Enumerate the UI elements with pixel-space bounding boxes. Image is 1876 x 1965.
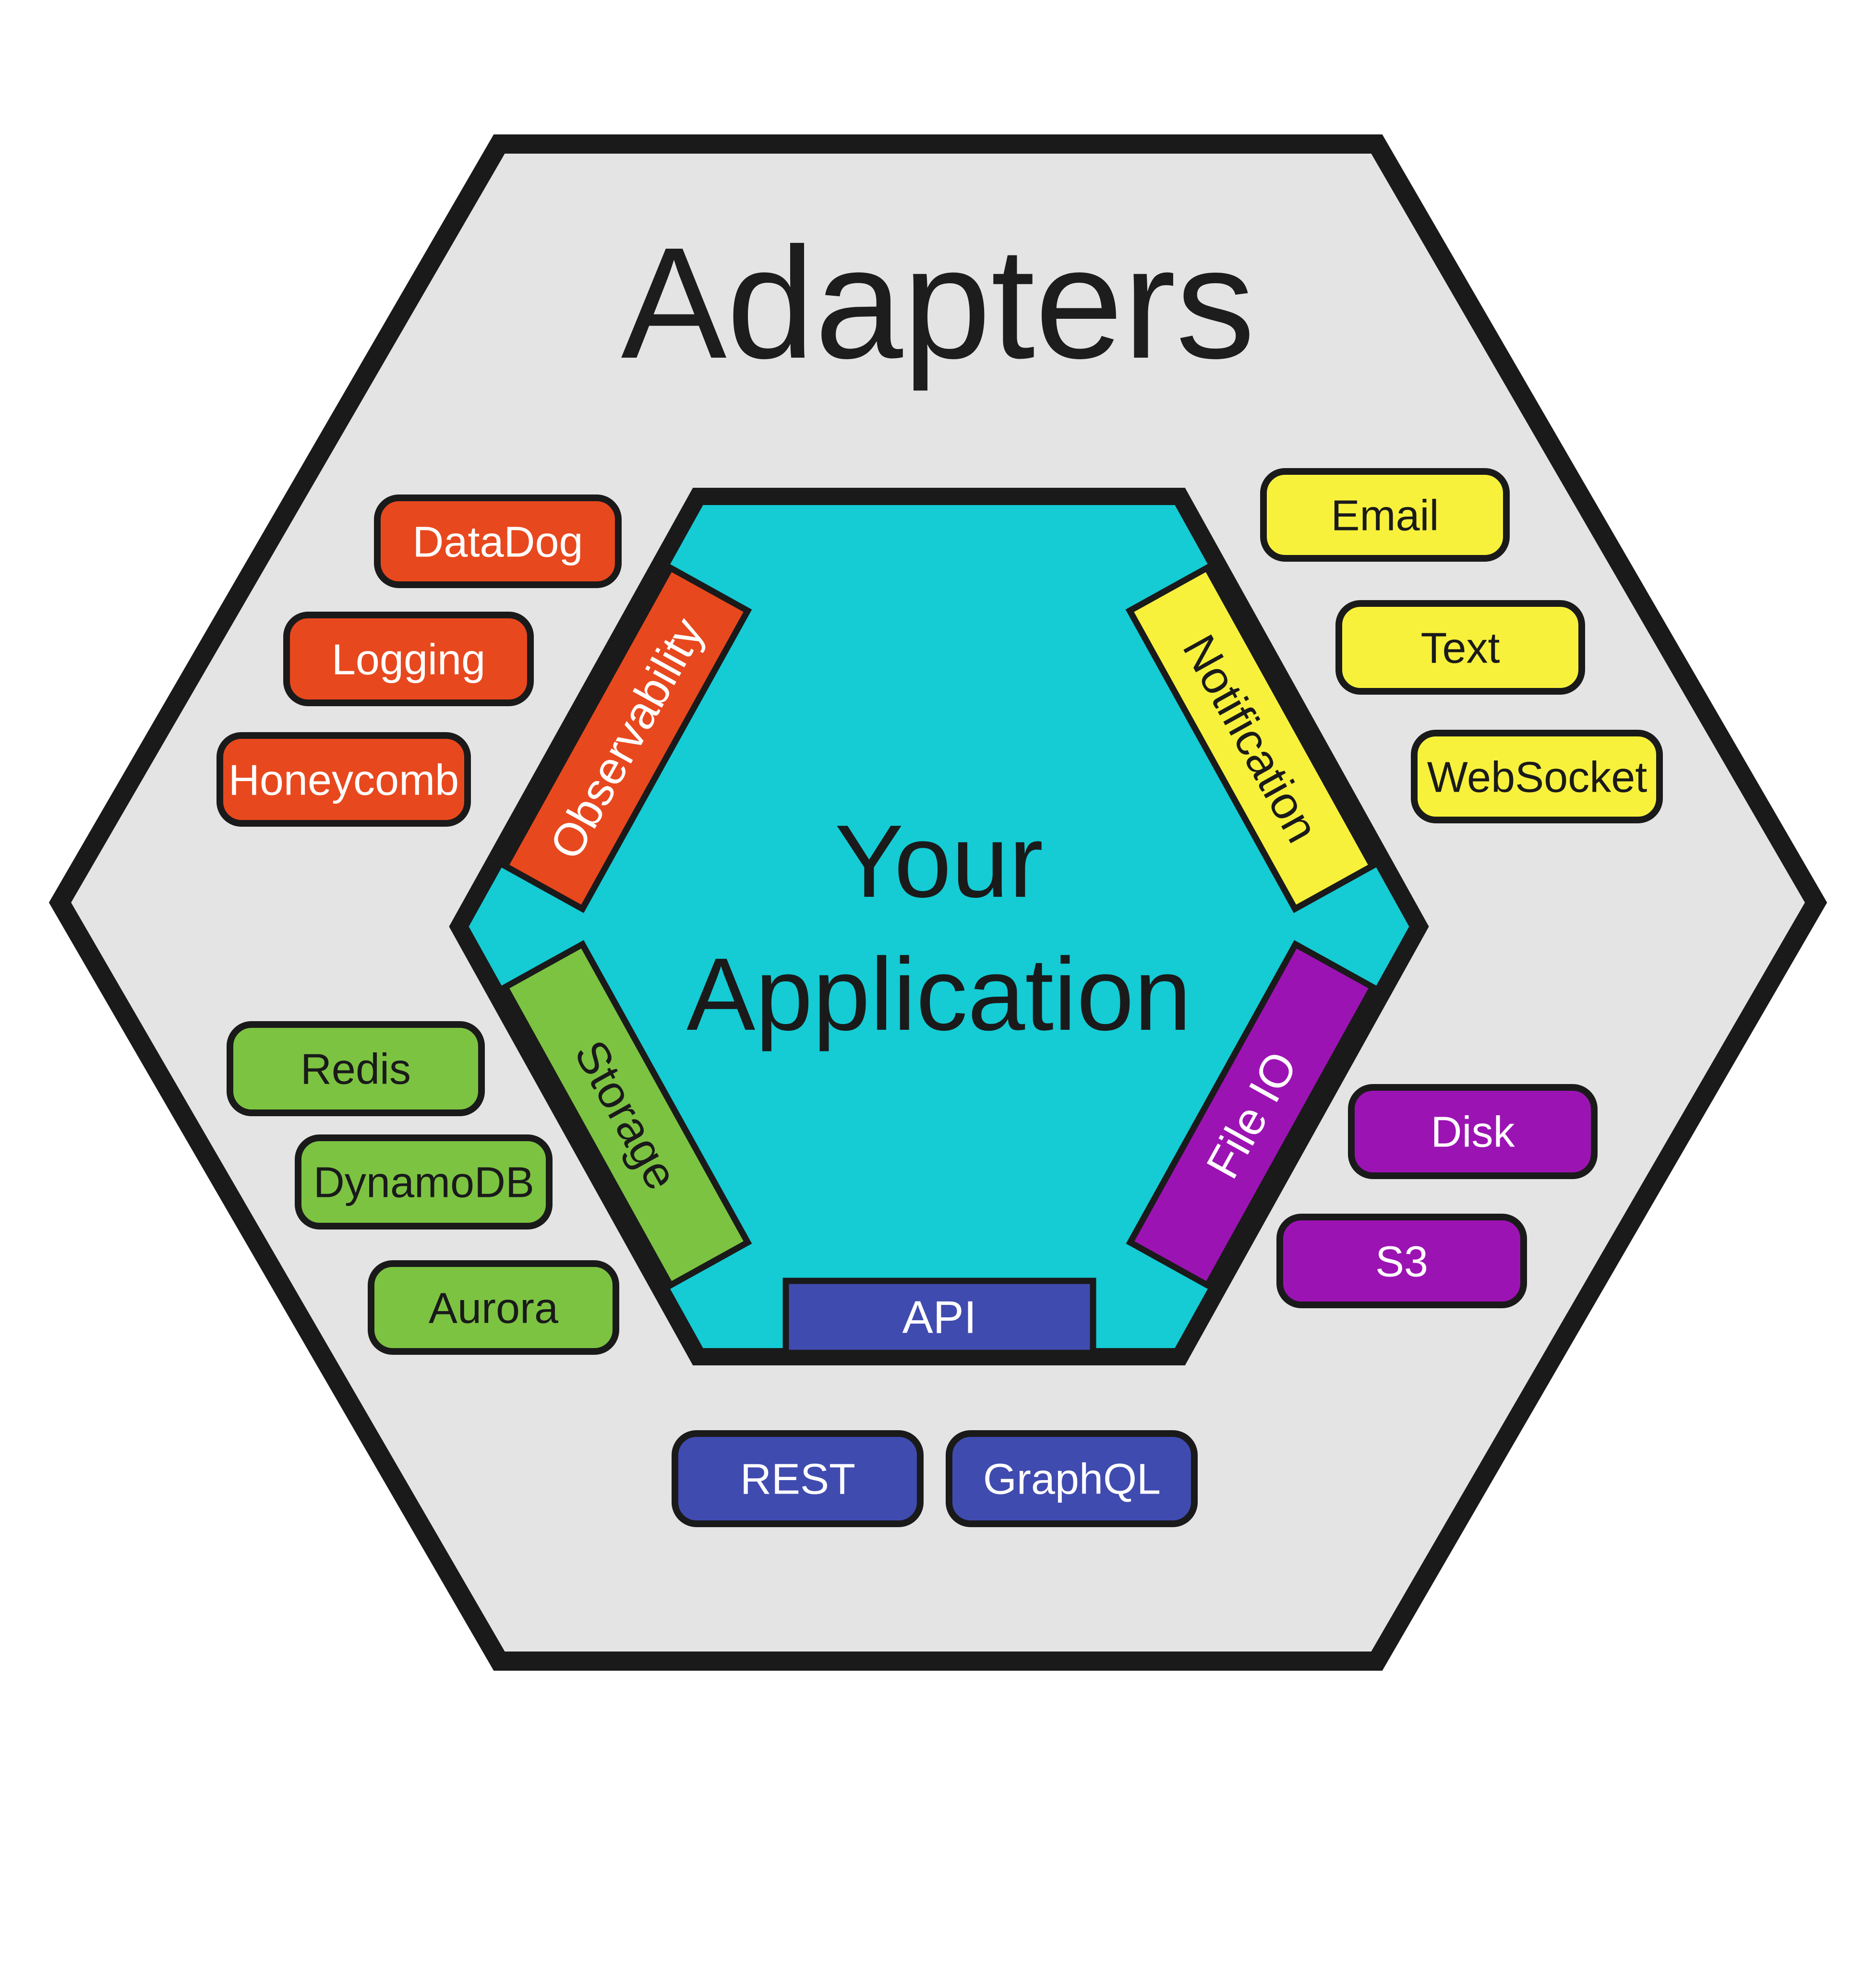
port-file-io-band — [1126, 940, 1377, 1290]
adapter-websocket-label: WebSocket — [1427, 754, 1648, 802]
adapter-rest-label: REST — [740, 1456, 855, 1504]
adapter-redis — [227, 1021, 485, 1116]
adapter-graphql — [946, 1430, 1198, 1527]
port-storage-band — [501, 940, 752, 1290]
port-observability-band — [501, 564, 752, 913]
adapter-rest — [672, 1430, 924, 1527]
adapter-disk-label: Disk — [1431, 1109, 1515, 1157]
port-notification-band — [1125, 564, 1377, 913]
adapter-group-notification: Email Text WebSocket — [1260, 468, 1663, 823]
adapter-group-storage: Redis DynamoDB Aurora — [227, 1021, 619, 1355]
adapter-datadog-label: DataDog — [412, 518, 583, 567]
adapter-email — [1260, 468, 1510, 562]
adapter-group-file-io: Disk S3 — [1276, 1084, 1598, 1308]
adapter-logging — [283, 612, 534, 706]
adapter-honeycomb-label: Honeycomb — [228, 757, 459, 805]
adapter-disk — [1348, 1084, 1598, 1179]
adapter-aurora-label: Aurora — [429, 1285, 559, 1333]
adapter-websocket — [1411, 730, 1663, 823]
adapter-s3-label: S3 — [1375, 1238, 1428, 1286]
adapter-s3 — [1276, 1214, 1527, 1308]
adapter-redis-label: Redis — [301, 1046, 411, 1094]
adapter-logging-label: Logging — [332, 636, 485, 684]
adapter-group-api: REST GraphQL — [672, 1430, 1198, 1527]
adapter-aurora — [368, 1260, 619, 1355]
adapter-email-label: Email — [1331, 492, 1439, 540]
adapter-dynamodb — [295, 1134, 553, 1230]
adapter-honeycomb — [216, 732, 471, 827]
adapter-dynamodb-label: DynamoDB — [313, 1159, 534, 1207]
core-label-line1: Your — [835, 803, 1043, 919]
diagram-title: Adapters — [621, 214, 1255, 392]
port-api-label: API — [902, 1292, 977, 1343]
adapter-datadog — [374, 494, 622, 588]
port-api: API — [782, 1278, 1096, 1356]
port-api-band — [782, 1278, 1096, 1356]
adapter-group-observability: DataDog Logging Honeycomb — [216, 494, 622, 827]
adapter-graphql-label: GraphQL — [983, 1456, 1161, 1504]
adapter-text — [1335, 600, 1585, 695]
core-hexagon — [449, 488, 1429, 1365]
adapter-text-label: Text — [1420, 625, 1500, 673]
core-label-line2: Application — [686, 936, 1191, 1052]
